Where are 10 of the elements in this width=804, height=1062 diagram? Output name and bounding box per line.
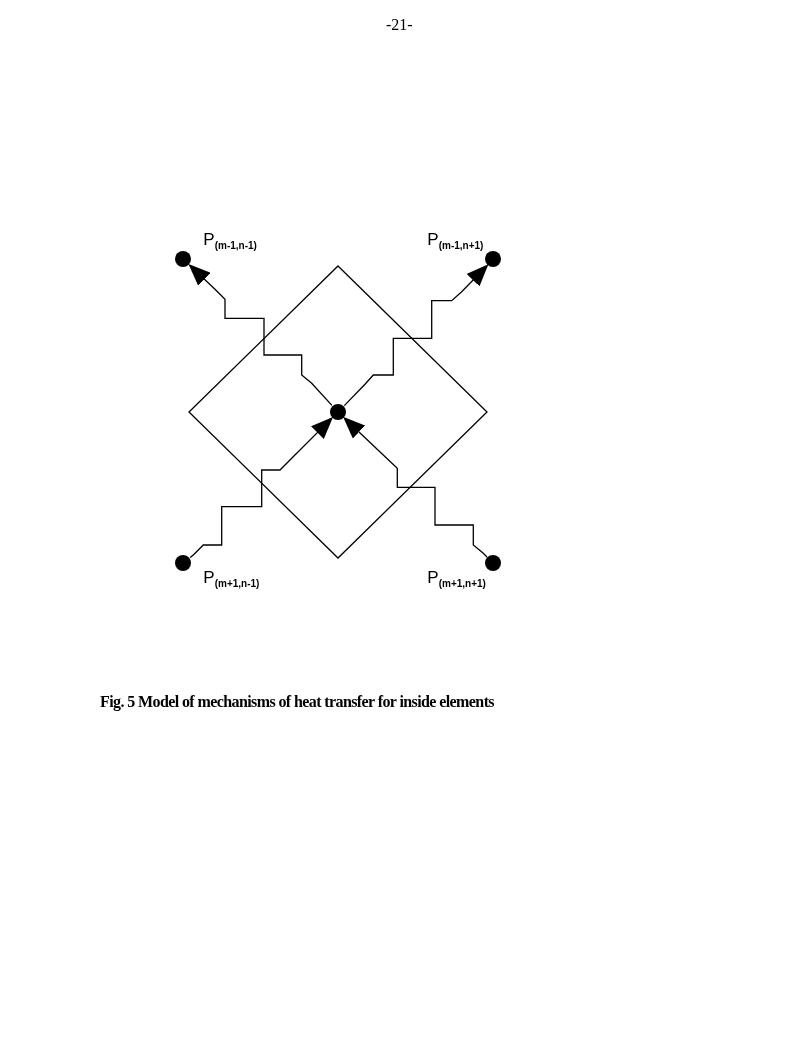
heat-flow-arrow: [188, 264, 333, 407]
heat-flow-arrow: [343, 264, 489, 407]
figure-caption: Fig. 5 Model of mechanisms of heat transfer for inside elements: [100, 693, 494, 711]
heat-flow-arrow: [343, 416, 488, 558]
point-label: P$_{(m-1,n-1)}$: [203, 231, 257, 252]
page-number: -21-: [386, 16, 413, 34]
point-label: P$_{(m+1,n-1)}$: [203, 569, 260, 590]
point-label: P$_{(m+1,n+1)}$: [427, 569, 486, 590]
point-label: P$_{(m-1,n+1)}$: [427, 231, 484, 252]
heat-flow-arrow: [189, 417, 333, 559]
